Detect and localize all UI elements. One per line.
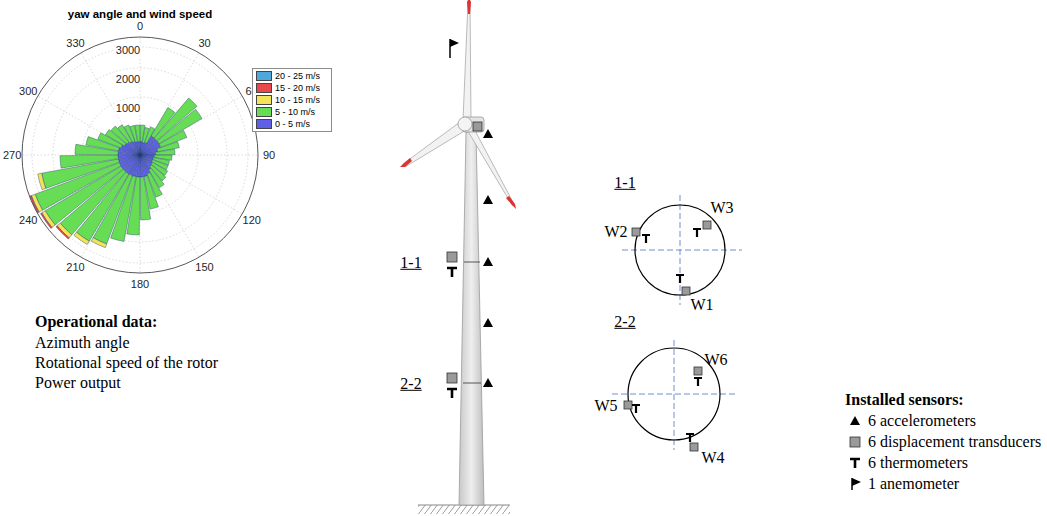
legend-text: 5 - 10 m/s: [275, 107, 315, 117]
rose-bar: [140, 155, 147, 177]
legend-text: 10 - 15 m/s: [275, 95, 320, 105]
grid-spoke: [140, 96, 242, 155]
angle-tick: 30: [198, 37, 210, 50]
sensor-label: W1: [690, 296, 713, 314]
rose-bar: [140, 152, 156, 155]
rose-bar: [156, 149, 176, 155]
blade: [463, 2, 471, 120]
rose-bar: [136, 142, 141, 155]
rose-bar: [135, 125, 140, 142]
displacement-symbol: [447, 252, 457, 262]
section-label: 1-1: [400, 254, 421, 272]
rose-bar: [138, 142, 140, 156]
angle-tick: 120: [243, 213, 261, 226]
section-1-1: [622, 195, 742, 305]
tower: [459, 132, 484, 505]
rose-bar: [140, 149, 158, 155]
angle-tick: 90: [263, 149, 275, 162]
grid-spoke: [140, 53, 199, 155]
thermometer-symbol: [447, 268, 457, 277]
blade: [466, 123, 515, 206]
legend-text: 1 anemometer: [868, 475, 959, 493]
blade-tip: [400, 158, 412, 167]
angle-tick: 210: [66, 260, 84, 273]
ground-hatch: [418, 505, 510, 514]
rose-bar: [74, 232, 89, 244]
thermometer-symbol: [447, 389, 457, 398]
angle-tick: 180: [131, 278, 149, 291]
grid-spoke: [140, 155, 199, 257]
blade-tip: [506, 196, 516, 209]
section-label: 2-2: [400, 375, 421, 393]
axis-tick: 1000: [115, 102, 141, 115]
sensor-label: W3: [710, 199, 733, 217]
chart-title: yaw angle and wind speed: [68, 8, 212, 21]
legend-swatch: [256, 95, 272, 105]
blade: [403, 122, 466, 167]
angle-tick: 300: [19, 84, 37, 97]
hub: [458, 117, 472, 131]
rose-bar: [30, 196, 39, 213]
anemometer-flag: [450, 39, 459, 47]
blade-tip: [467, 0, 471, 14]
thermometer-symbol: [850, 459, 860, 468]
legend-swatch: [256, 71, 272, 81]
heading: Operational data:: [35, 313, 157, 331]
rose-bar: [140, 155, 144, 177]
angle-tick: 0: [137, 20, 143, 33]
polar-frame: [22, 37, 258, 273]
rose-bar: [133, 142, 140, 156]
displacement-symbol: [850, 437, 860, 447]
section-line: [464, 262, 480, 263]
rose-bar: [118, 155, 140, 162]
sensor-label: W2: [604, 223, 627, 241]
list-item: Azimuth angle: [35, 334, 130, 352]
rose-bar: [60, 155, 118, 168]
rose-bar: [130, 141, 140, 155]
rose-bar: [118, 155, 140, 159]
rose-bar: [56, 226, 69, 239]
section-label: 2-2: [614, 313, 635, 331]
rose-bar: [127, 142, 140, 155]
angle-tick: 150: [195, 260, 213, 273]
legend-swatch: [256, 107, 272, 117]
displacement-symbol: [473, 122, 482, 131]
list-item: Rotational speed of the rotor: [35, 354, 218, 372]
displacement-symbol: [447, 373, 457, 383]
sensor-label: W4: [701, 449, 724, 467]
legend-swatch: [256, 83, 272, 93]
section-line: [463, 383, 481, 384]
list-item: Power output: [35, 374, 121, 392]
legend-swatch: [256, 119, 272, 129]
rose-bar: [91, 238, 106, 248]
legend-text: 0 - 5 m/s: [275, 119, 310, 129]
rose-bar: [140, 177, 151, 220]
accelerometer-symbols: [483, 129, 493, 387]
heading: Installed sensors:: [845, 391, 964, 409]
angle-tick: 240: [19, 213, 37, 226]
legend-text: 6 thermometers: [868, 454, 968, 472]
axis-tick: 3000: [115, 44, 141, 57]
legend-text: 20 - 25 m/s: [275, 71, 320, 81]
grid-spoke: [140, 155, 242, 214]
anemometer-flag: [852, 478, 861, 486]
accelerometer-symbol: [850, 416, 860, 425]
grid-ring: [32, 47, 248, 263]
section-label: 1-1: [614, 174, 635, 192]
sensor-label: W5: [594, 397, 617, 415]
legend-text: 6 accelerometers: [868, 412, 976, 430]
legend-text: 6 displacement transducers: [868, 433, 1041, 451]
sensor-label: W6: [704, 351, 727, 369]
angle-tick: 270: [3, 149, 21, 162]
axis-tick: 2000: [115, 73, 141, 86]
angle-tick: 330: [66, 37, 84, 50]
legend-text: 15 - 20 m/s: [275, 83, 320, 93]
rose-bar: [38, 173, 46, 190]
section-2-2: [612, 340, 735, 451]
